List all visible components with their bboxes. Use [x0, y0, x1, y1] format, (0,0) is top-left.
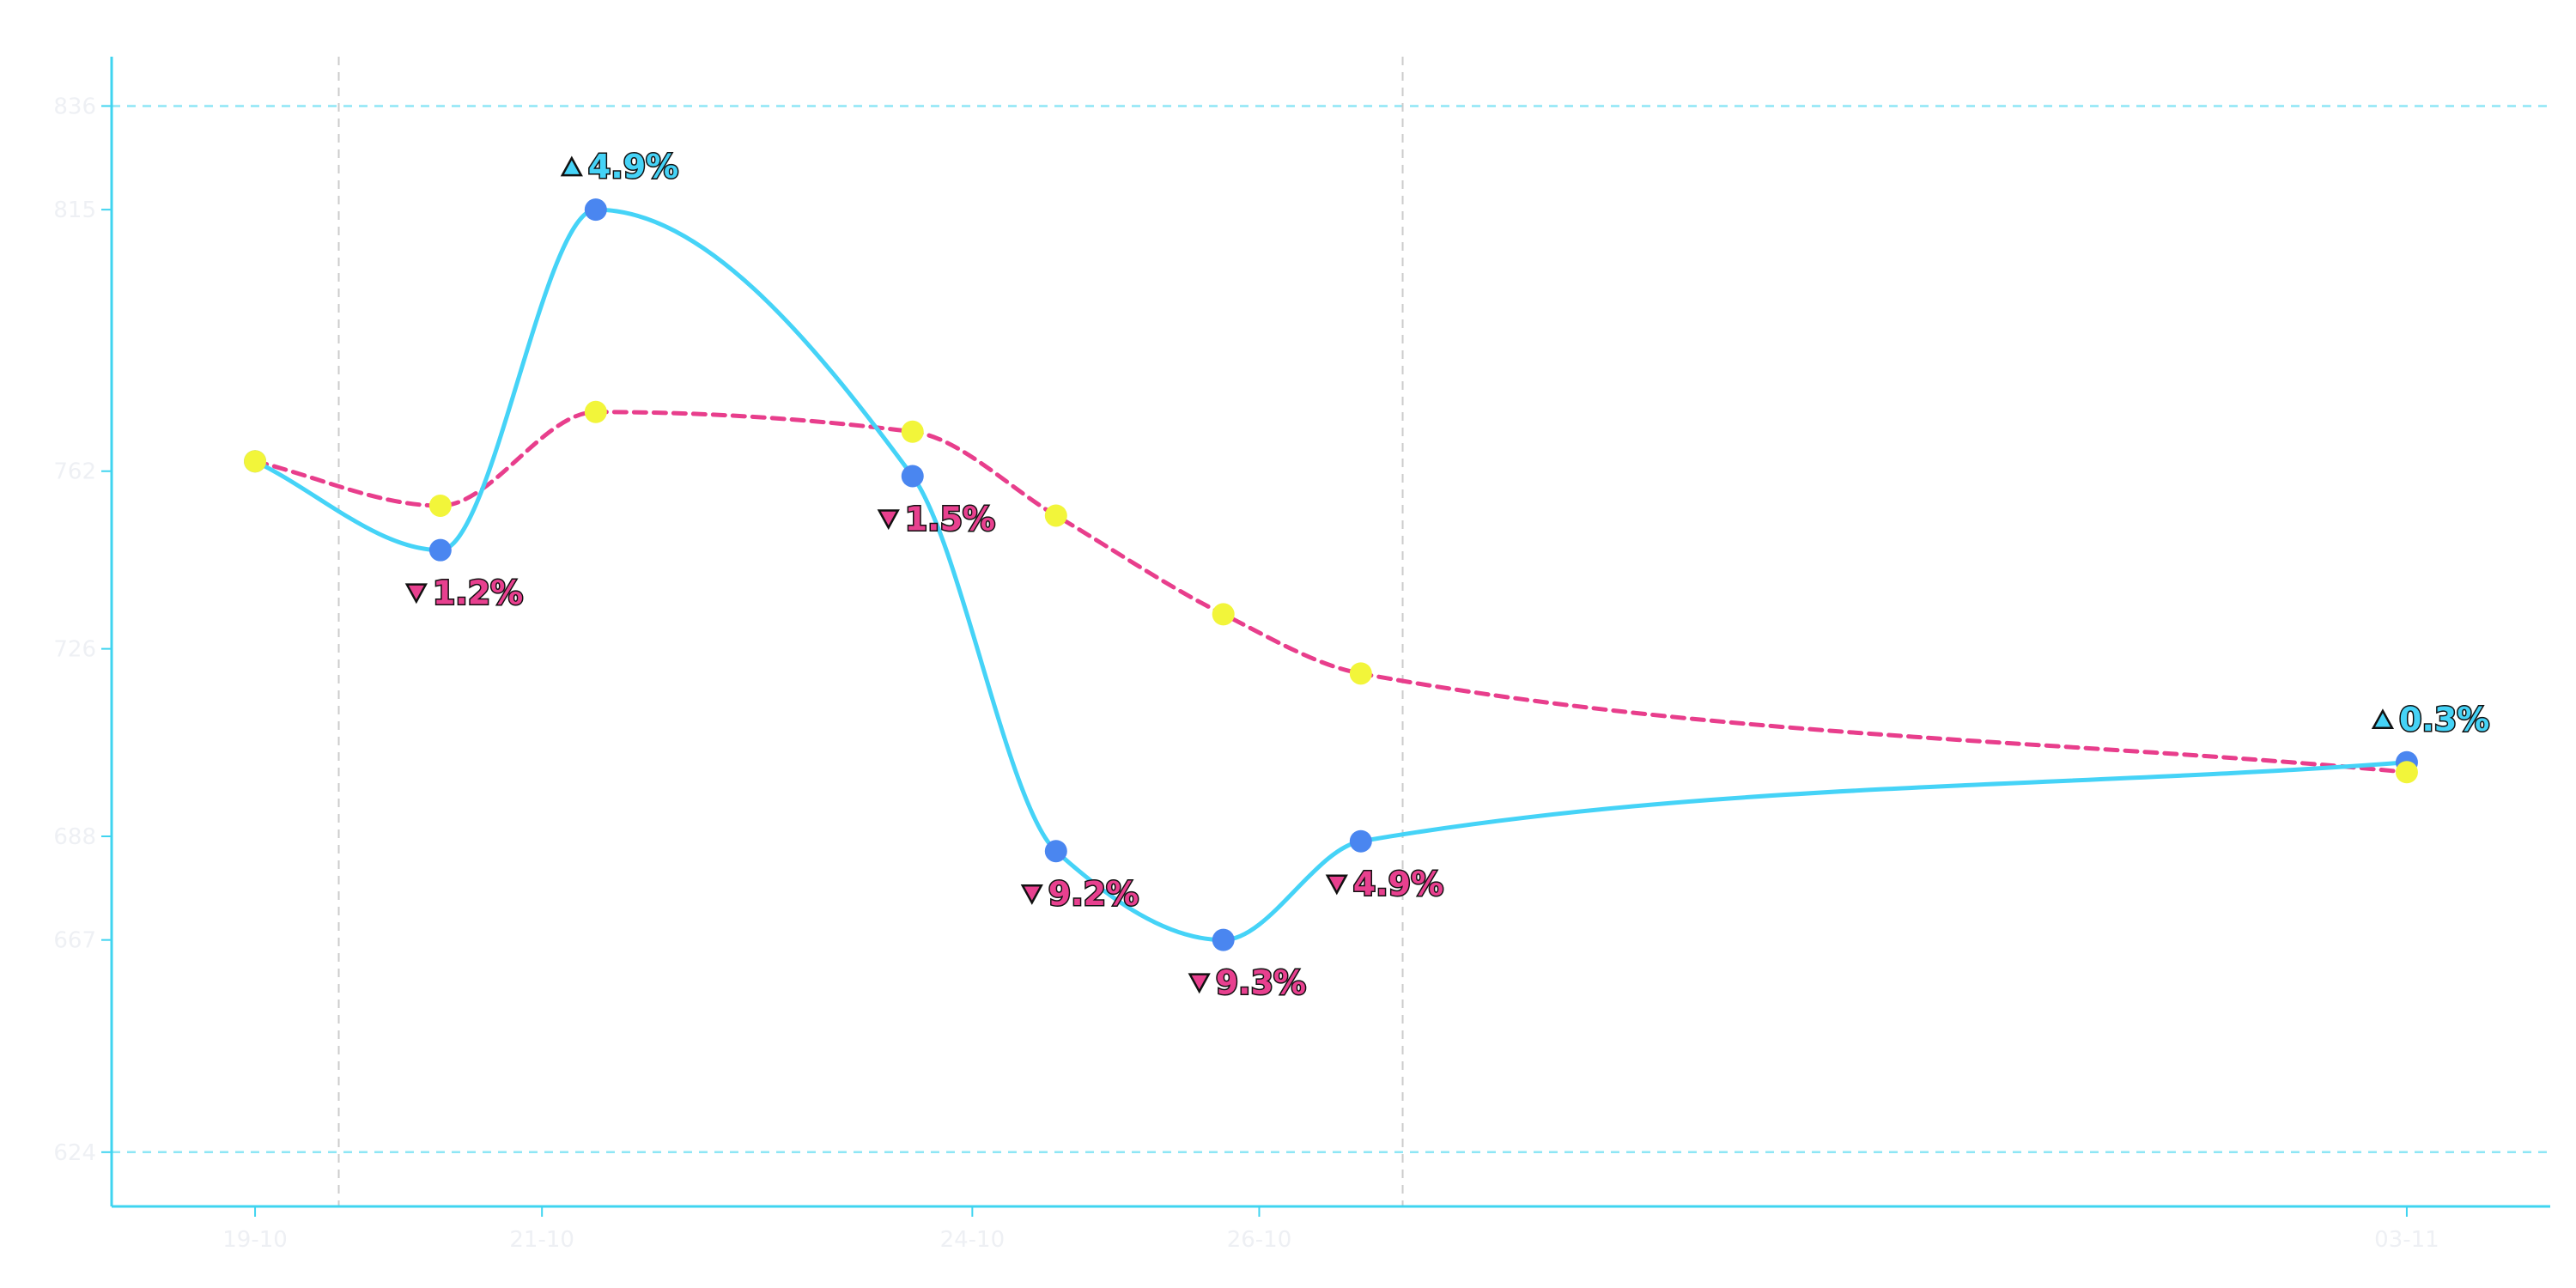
x-tick-label: 24-10: [940, 1227, 1005, 1253]
series-primary-point: [1212, 928, 1235, 951]
y-tick-label: 726: [53, 637, 96, 663]
series-primary-line: [253, 207, 2408, 943]
series-primary-point: [1044, 840, 1067, 863]
triangle-down-icon: [1020, 884, 1043, 905]
change-annotation-label: 1.2%: [433, 574, 523, 612]
y-tick-label: 667: [53, 928, 96, 954]
y-tick-label: 688: [53, 824, 96, 850]
change-annotation-label: 9.3%: [1216, 964, 1306, 1002]
x-tick-label: 19-10: [222, 1227, 288, 1253]
y-tick-label: 815: [53, 197, 96, 223]
series-secondary-point: [584, 400, 607, 423]
triangle-down-icon: [877, 509, 900, 531]
series-secondary-point: [2395, 761, 2418, 784]
series-primary-point: [901, 465, 924, 488]
y-tick-label: 836: [53, 94, 96, 119]
triangle-down-icon: [404, 583, 428, 605]
series-secondary-line: [252, 410, 2409, 775]
series-primary-point: [584, 198, 607, 222]
triangle-up-icon: [2371, 708, 2395, 730]
x-tick-label: 26-10: [1227, 1227, 1292, 1253]
triangle-down-icon: [1188, 973, 1211, 994]
series-secondary-point: [1349, 662, 1372, 685]
triangle-down-icon: [1325, 874, 1348, 896]
change-annotation-label: 4.9%: [588, 148, 678, 185]
series-primary-point: [428, 538, 452, 562]
x-tick-label: 21-10: [509, 1227, 574, 1253]
series-secondary-point: [901, 420, 924, 443]
change-annotation-label: 1.5%: [905, 500, 995, 538]
series-primary-point: [1349, 829, 1372, 853]
series-secondary-point: [244, 450, 267, 473]
series-secondary-point: [1212, 603, 1235, 626]
change-annotation-label: 0.3%: [2399, 701, 2489, 738]
series-secondary-point: [428, 494, 452, 517]
x-tick-label: 03-11: [2374, 1227, 2439, 1253]
change-annotation-label: 4.9%: [1353, 866, 1443, 903]
triangle-up-icon: [560, 155, 583, 177]
change-annotation-label: 9.2%: [1048, 875, 1139, 913]
y-tick-label: 762: [53, 459, 96, 485]
series-secondary-point: [1044, 504, 1067, 527]
y-tick-label: 624: [53, 1140, 96, 1166]
